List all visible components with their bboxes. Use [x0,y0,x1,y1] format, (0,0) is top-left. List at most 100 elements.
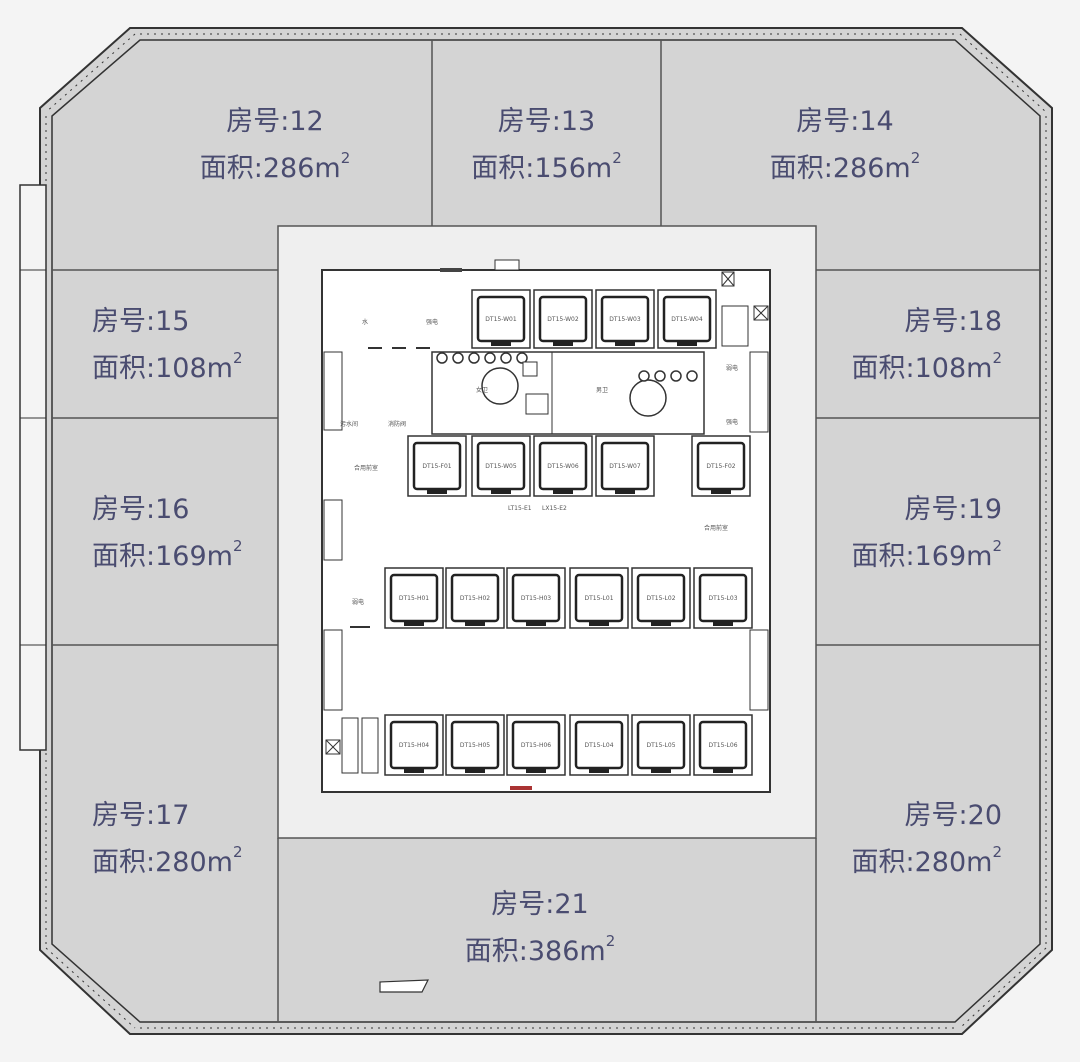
elevator-car: DT15-H02 [445,567,505,629]
room-number: 房号:20 [904,800,1002,831]
elevator-label: DT15-L03 [708,595,737,602]
area-unit-superscript: 2 [612,149,622,167]
area-unit-superscript: 2 [992,843,1002,861]
room-label-15: 房号:15 面积:108m2 [92,302,242,389]
room-label-13: 房号:13 面积:156m2 [432,102,661,189]
core-label-shared-front-left: 合用前室 [354,464,378,472]
elevator-label: DT15-L04 [584,742,613,749]
elevator-label: DT15-H03 [521,595,551,602]
room-area: 面积:286m [199,153,341,184]
room-number: 房号:17 [92,800,190,831]
room-label-21: 房号:21 面积:386m2 [400,885,680,972]
elevator-car: DT15-H04 [384,714,444,776]
room-area: 面积:169m [851,541,993,572]
room-label-17: 房号:17 面积:280m2 [92,796,242,883]
core-label-sewage: 污水间 [340,420,358,428]
core-label-toilet-m: 男卫 [596,387,608,394]
elevator-car: DT15-W02 [533,289,593,349]
building-inner-wall [51,39,1041,1023]
elevator-group-mid: DT15-F01 DT15-W05 DT15-W06 DT15-W07 DT15-F02 [407,435,751,497]
elevator-label: DT15-L05 [646,742,675,749]
core-label-strong-power: 强电 [426,318,438,326]
elevator-car: DT15-F01 [407,435,467,497]
elevator-car: DT15-W03 [595,289,655,349]
core-label-water: 水 [362,318,368,326]
area-unit-superscript: 2 [232,537,243,555]
core-label-weak-power: 弱电 [352,598,364,606]
room-label-19: 房号:19 面积:169m2 [820,490,1002,577]
elevator-car: DT15-W05 [471,435,531,497]
elevator-car: DT15-H06 [506,714,566,776]
elevator-label: DT15-F01 [422,463,451,470]
elevator-label: DT15-W03 [609,316,641,323]
elevator-car: DT15-W06 [533,435,593,497]
core-label-shared-front-right: 合用前室 [704,524,728,532]
elevator-car: DT15-H01 [384,567,444,629]
room-area: 面积:108m [851,353,993,384]
room-area: 面积:386m [464,936,606,967]
area-unit-superscript: 2 [910,149,921,167]
elevator-car: DT15-H05 [445,714,505,776]
core-label-lift-code-2: LX15-E2 [542,505,567,512]
elevator-label: DT15-H02 [460,595,490,602]
elevator-label: DT15-W02 [547,316,579,323]
room-label-12: 房号:12 面积:286m2 [140,102,410,189]
elevator-label: DT15-W06 [547,463,579,470]
shaft-cross-icon [325,271,769,755]
room-number: 房号:14 [796,106,894,137]
room-label-20: 房号:20 面积:280m2 [820,796,1002,883]
elevator-label: DT15-H01 [399,595,429,602]
sink-row [436,352,698,382]
core-label-weak-power-right: 弱电 [726,364,738,372]
elevator-car: DT15-L04 [569,714,629,776]
room-number: 房号:18 [904,306,1002,337]
elevator-label: DT15-H05 [460,742,490,749]
elevator-label: DT15-L06 [708,742,737,749]
elevator-car: DT15-W07 [595,435,655,497]
toilet-fixture-icon [481,367,519,405]
elevator-car: DT15-F02 [691,435,751,497]
elevator-group-row4: DT15-H04 DT15-H05 DT15-H06 DT15-L04 DT15-L05… [384,714,753,776]
elevator-label: DT15-W07 [609,463,641,470]
floor-marker-icon [379,979,429,993]
core-label-toilet-f: 女卫 [476,386,488,394]
elevator-car: DT15-W01 [471,289,531,349]
room-walls [52,40,1040,1022]
elevator-label: DT15-W04 [671,316,703,323]
room-number: 房号:15 [92,306,190,337]
elevator-label: DT15-W01 [485,316,517,323]
room-area: 面积:108m [92,353,233,384]
room-number: 房号:21 [491,889,589,920]
area-unit-superscript: 2 [340,149,351,167]
room-number: 房号:13 [497,106,596,137]
elevator-car: DT15-L06 [693,714,753,776]
room-area: 面积:286m [769,153,911,184]
area-unit-superscript: 2 [232,349,243,367]
elevator-car: DT15-H03 [506,567,566,629]
room-area: 面积:280m [851,847,993,878]
toilet-fixture-icon [629,379,667,417]
core-label-fire-valve: 消防阀 [388,420,406,428]
elevator-car: DT15-L03 [693,567,753,629]
elevator-label: DT15-W05 [485,463,517,470]
elevator-group-row3: DT15-H01 DT15-H02 DT15-H03 DT15-L01 DT15-L02… [384,567,753,629]
core-label-strong-power-right: 强电 [726,418,738,426]
room-area: 面积:156m [471,153,613,184]
room-area: 面积:169m [92,541,233,572]
room-area: 面积:280m [92,847,233,878]
room-label-14: 房号:14 面积:286m2 [710,102,980,189]
elevator-car: DT15-L05 [631,714,691,776]
elevator-label: DT15-H06 [521,742,551,749]
room-label-18: 房号:18 面积:108m2 [820,302,1002,389]
area-unit-superscript: 2 [232,843,243,861]
elevator-label: DT15-H04 [399,742,429,749]
elevator-group-top: DT15-W01 DT15-W02 DT15-W03 DT15-W04 [471,289,717,349]
room-number: 房号:16 [92,494,190,525]
elevator-car: DT15-W04 [657,289,717,349]
left-balcony-panel [19,184,47,751]
area-unit-superscript: 2 [992,537,1002,555]
elevator-car: DT15-L01 [569,567,629,629]
elevator-label: DT15-L02 [646,595,675,602]
elevator-label: DT15-F02 [706,463,735,470]
